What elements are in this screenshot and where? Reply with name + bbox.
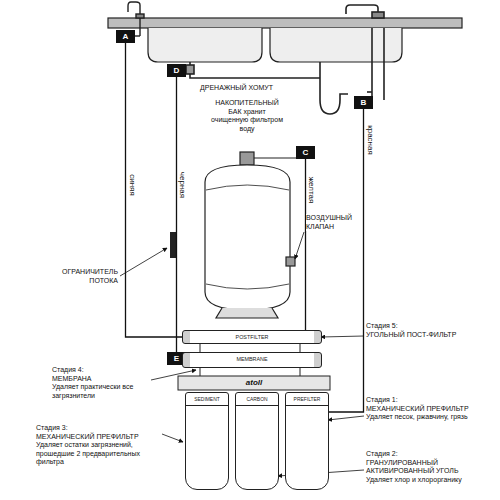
brand-logo: atoll: [229, 379, 279, 388]
filter-housing: CARBON: [235, 392, 279, 490]
filter-bracket: [178, 344, 330, 390]
stage-text: Удаляет практически все загрязнители: [52, 383, 150, 400]
part-label: ОГРАНИЧИТЕЛЬ ПОТОКА: [36, 268, 118, 285]
node-text: PREFILTER: [286, 396, 328, 403]
sink: [108, 18, 462, 62]
water-tube: [176, 77, 177, 352]
tube-color-label: желтая: [307, 176, 315, 205]
stage-text: Стадия 1:: [366, 396, 478, 405]
tube-color-label: красная: [366, 124, 374, 156]
water-tube: [305, 159, 306, 330]
filter-housing: PREFILTER: [285, 392, 329, 490]
callout-letter: D: [167, 64, 186, 77]
stage-note: Стадия 4:МЕМБРАНАУдаляет практически все…: [52, 366, 150, 400]
part-label: ВОЗДУШНЫЙ КЛАПАН: [306, 214, 356, 231]
main-faucet: [346, 5, 384, 100]
stage-note: Стадия 5:УГОЛЬНЫЙ ПОСТ-ФИЛЬТР: [366, 322, 478, 339]
node-text: POSTFILTER: [183, 331, 321, 343]
node-text: C: [296, 146, 315, 159]
stage-text: МЕХАНИЧЕСКИЙ ПРЕФИЛЬТР: [366, 405, 478, 414]
brand-logo: atoll: [229, 379, 279, 388]
node-text: B: [354, 96, 373, 109]
stage-text: МЕМБРАНА: [52, 375, 150, 384]
callout-letter: B: [354, 96, 373, 109]
node-text: MEMBRANE: [183, 353, 321, 365]
stage-text: МЕХАНИЧЕСКИЙ ПРЕФИЛЬТР: [36, 433, 160, 442]
stage-text: Удаляет песок, ржавчину, грязь: [366, 413, 478, 422]
stage-text: Стадия 5:: [366, 322, 478, 331]
node-text: D: [167, 64, 186, 77]
storage-tank: [205, 152, 296, 318]
stage-note: Стадия 3:МЕХАНИЧЕСКИЙ ПРЕФИЛЬТРУдаляет о…: [36, 424, 160, 467]
filter-cartridge: POSTFILTER: [182, 330, 322, 344]
stage-text: УГОЛЬНЫЙ ПОСТ-ФИЛЬТР: [366, 331, 478, 340]
stage-text: Удаляет хлор и хлорорганику: [366, 476, 478, 485]
part-label: ДРЕНАЖНЫЙ ХОМУТ: [200, 84, 310, 93]
node-text: SEDIMENT: [186, 396, 228, 403]
stage-text: ГРАНУЛИРОВАННЫЙ АКТИВИРОВАННЫЙ УГОЛЬ: [366, 459, 478, 476]
part-label: НАКОПИТЕЛЬНЫЙ БАК хранит очищенную фильт…: [210, 99, 284, 133]
callout-letter: C: [296, 146, 315, 159]
stage-note: Стадия 2:ГРАНУЛИРОВАННЫЙ АКТИВИРОВАННЫЙ …: [366, 450, 478, 484]
callout-letter: A: [116, 30, 135, 43]
stage-text: Стадия 4:: [52, 366, 150, 375]
part-label: ДРЕНАЖНЫЙ ХОМУТ: [200, 84, 310, 93]
filter-housing: SEDIMENT: [185, 392, 229, 490]
tube-color-label: черная: [178, 171, 186, 199]
tube-color-label: синяя: [128, 173, 136, 197]
part-label: ВОЗДУШНЫЙ КЛАПАН: [306, 214, 356, 231]
water-tube: [126, 43, 183, 337]
node-text: CARBON: [236, 396, 278, 403]
stage-text: Стадия 2:: [366, 450, 478, 459]
stage-text: Удаляет остатки загрязнений, прошедшие 2…: [36, 441, 160, 467]
node-text: A: [116, 30, 135, 43]
stage-note: Стадия 1:МЕХАНИЧЕСКИЙ ПРЕФИЛЬТРУдаляет п…: [366, 396, 478, 422]
filter-cartridge: MEMBRANE: [182, 352, 322, 368]
part-label: НАКОПИТЕЛЬНЫЙ БАК хранит очищенную фильт…: [210, 99, 284, 133]
water-tube: [329, 109, 364, 412]
stage-text: Стадия 3:: [36, 424, 160, 433]
part-label: ОГРАНИЧИТЕЛЬ ПОТОКА: [36, 268, 118, 285]
